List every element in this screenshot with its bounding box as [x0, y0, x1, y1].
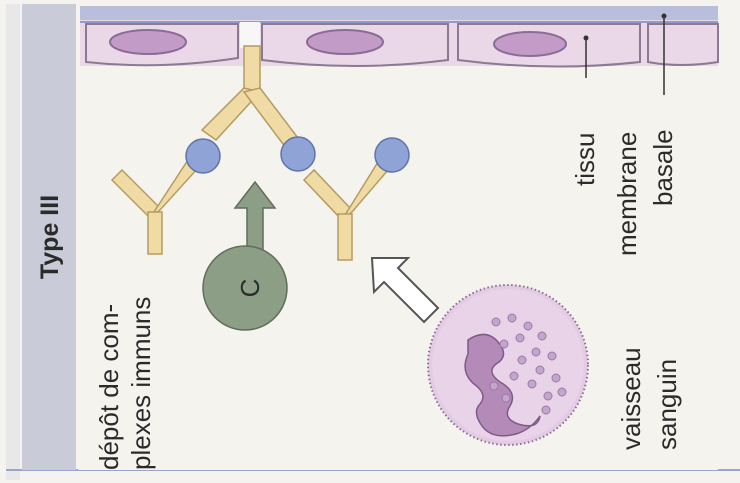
- tissue-nucleus-2: [307, 30, 383, 54]
- membrane-label-line2: basale: [648, 129, 678, 206]
- intercellular-gap: [240, 22, 260, 48]
- antibody-1-stem: [244, 46, 260, 92]
- left-margin-strip: [6, 4, 20, 480]
- vessel-label-line2: sanguin: [652, 359, 682, 450]
- figure-title: Type III: [36, 195, 64, 279]
- membrane-label-line1: membrane: [612, 132, 642, 256]
- basement-membrane-strip: [80, 6, 718, 20]
- tissue-leader-dot: [584, 36, 589, 41]
- deposit-label-line2: plexes immuns: [126, 297, 156, 470]
- antigen-sphere-icon: [281, 137, 315, 171]
- vessel-label-line1: vaisseau: [616, 347, 646, 450]
- deposit-label-line1: dépôt de com-: [94, 304, 124, 470]
- tissue-cell-4: [648, 24, 718, 65]
- antigen-sphere-icon: [375, 138, 409, 172]
- antigen-sphere-icon: [186, 139, 220, 173]
- antibody-3-stem: [338, 214, 352, 260]
- complement-label: C: [235, 279, 265, 298]
- tissue-nucleus-1: [110, 30, 186, 54]
- tissue-label: tissu: [570, 133, 600, 186]
- neutrophil-cell-icon: [428, 285, 588, 445]
- membrane-leader-dot: [662, 14, 667, 19]
- antibody-2-stem: [148, 212, 162, 254]
- tissue-layer: [80, 6, 718, 67]
- tissue-nucleus-3: [494, 32, 566, 56]
